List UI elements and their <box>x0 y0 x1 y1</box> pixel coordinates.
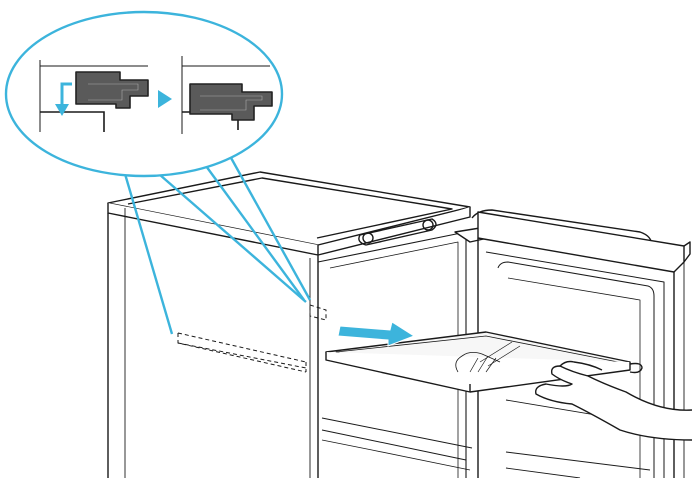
guide-rail-hidden <box>178 305 326 372</box>
zoom-callout <box>6 12 282 176</box>
fridge-cabinet <box>108 172 472 478</box>
hand-icon <box>536 362 692 441</box>
door-top <box>478 212 684 272</box>
